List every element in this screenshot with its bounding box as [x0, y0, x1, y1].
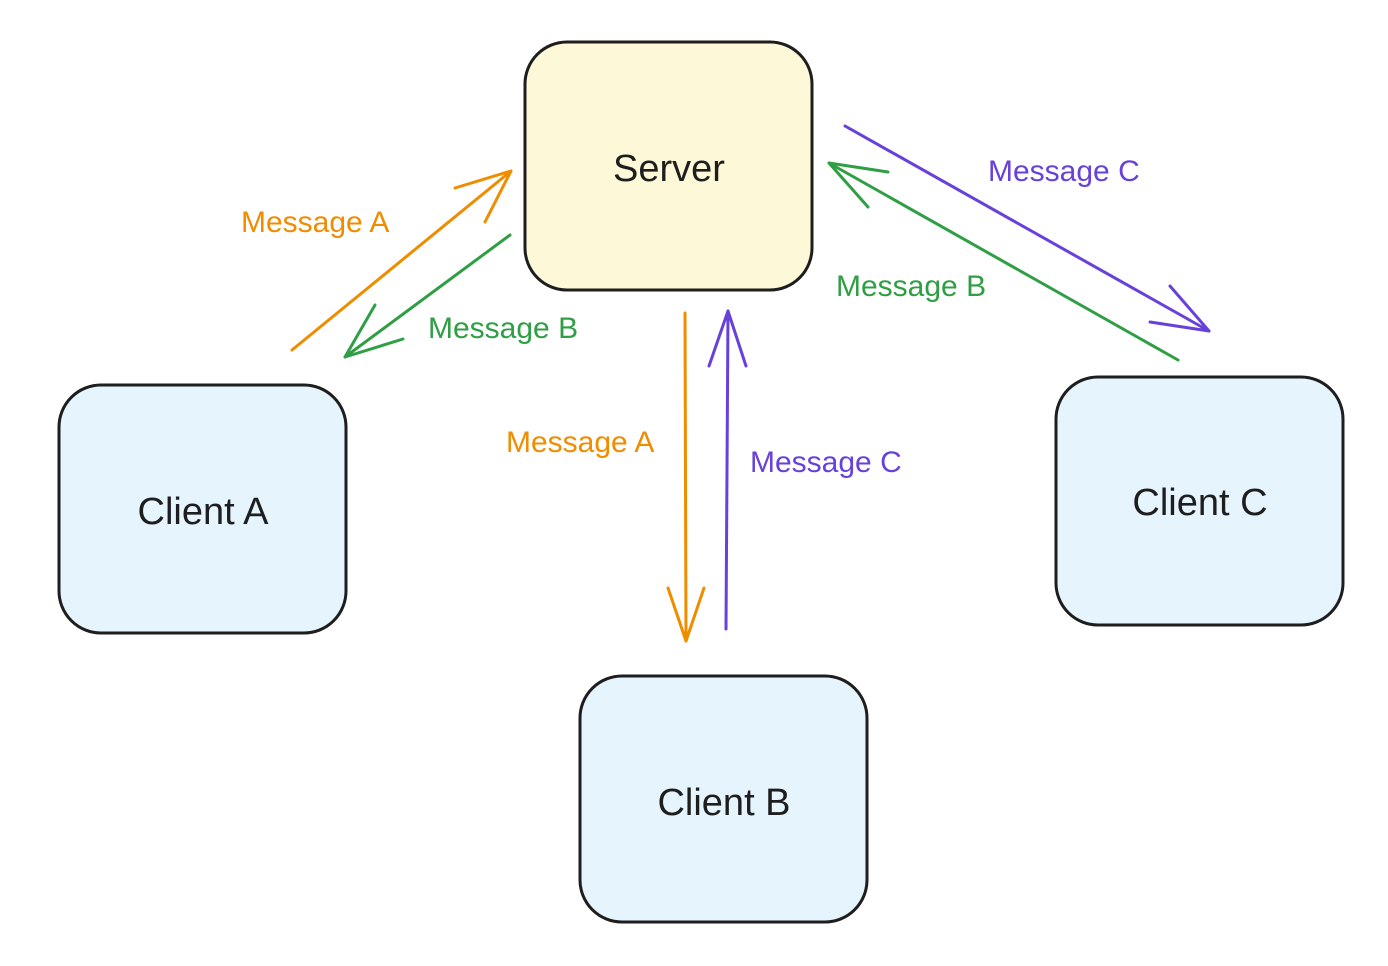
arrow-line[interactable] [843, 124, 1211, 333]
client-c-label: Client C [1132, 482, 1267, 524]
edge-label-server-to-a: Message B [428, 312, 578, 345]
arrow-head-icon [707, 309, 748, 368]
client-a-label: Client A [138, 491, 270, 533]
edge-label-c-to-server: Message B [836, 270, 986, 303]
arrow-line[interactable] [827, 161, 1180, 362]
edge-client-b-to-server[interactable]: Message C [707, 309, 902, 631]
arrow-head-icon [1148, 284, 1211, 333]
arrow-head-icon [453, 169, 513, 224]
client-b-label: Client B [657, 782, 790, 824]
server-label: Server [613, 148, 725, 190]
server-box[interactable] [523, 40, 814, 292]
edge-client-c-to-server[interactable]: Message B [827, 161, 1180, 362]
arrow-line[interactable] [290, 169, 513, 352]
edge-label-b-to-server: Message C [750, 446, 902, 479]
arrow-head-icon [666, 586, 706, 643]
arrow-line[interactable] [343, 233, 512, 359]
client-b-node[interactable]: Client B [578, 674, 869, 924]
client-a-box[interactable] [57, 383, 348, 635]
edge-label-server-to-b: Message A [506, 426, 654, 459]
edge-server-to-client-b[interactable]: Message A [506, 311, 706, 643]
client-a-node[interactable]: Client A [57, 383, 348, 635]
client-b-box[interactable] [578, 674, 869, 924]
client-c-box[interactable] [1054, 375, 1345, 627]
arrow-line[interactable] [724, 309, 730, 631]
server-node[interactable]: Server [523, 40, 814, 292]
edge-label-server-to-c: Message C [988, 155, 1140, 188]
edge-client-a-to-server[interactable]: Message A [241, 169, 513, 352]
edge-server-to-client-c[interactable]: Message C [843, 124, 1211, 333]
arrow-line[interactable] [683, 311, 688, 643]
client-c-node[interactable]: Client C [1054, 375, 1345, 627]
arrow-head-icon [343, 303, 405, 359]
edge-label-a-to-server: Message A [241, 206, 389, 239]
arrow-head-icon [827, 161, 890, 209]
edge-server-to-client-a[interactable]: Message B [343, 233, 578, 359]
